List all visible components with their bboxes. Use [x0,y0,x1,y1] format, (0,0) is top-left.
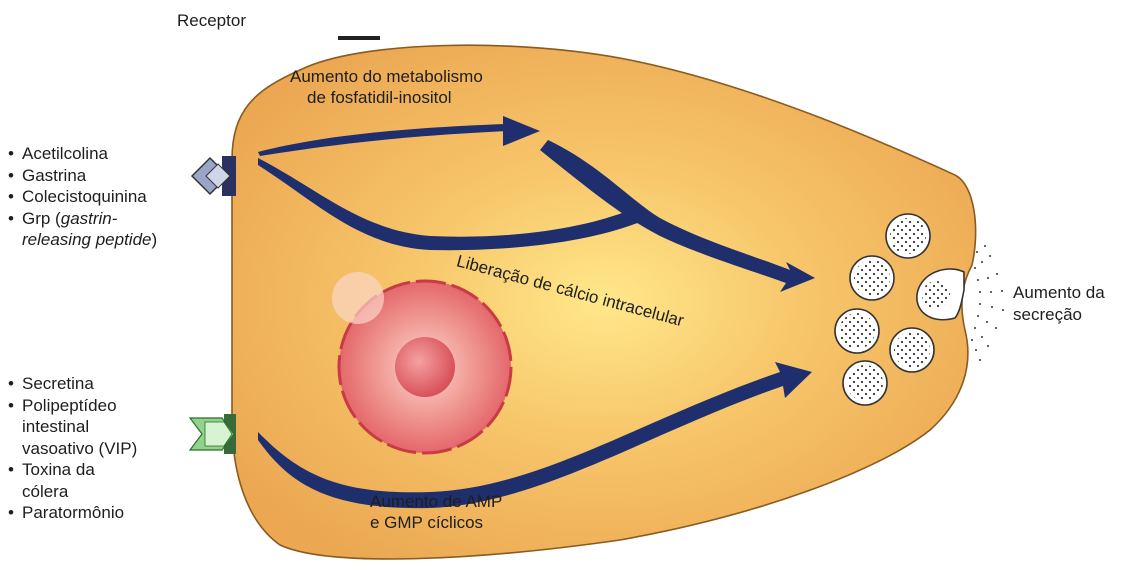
pathway-top-label-line2: de fosfatidil-inositol [307,87,452,108]
secretory-granule-icon [835,309,879,353]
list-item-secretina: Secretina [8,373,137,395]
bottom-agonists-list: Secretina Polipeptídeo intestinal vasoat… [8,373,137,524]
secretion-label-line1: Aumento da [1013,282,1105,303]
secretory-granule-icon [850,256,894,300]
top-agonists-list: Acetilcolina Gastrina Colecistoquinina G… [8,143,157,251]
list-item-grp: Grp (gastrin- [8,208,157,230]
list-item-paratormonio: Paratormônio [8,502,137,524]
grp-italic-2: releasing peptide [22,230,151,249]
receptor-diamond-icon [192,156,236,196]
receptor-top-stub [338,36,380,40]
list-item-vip-line2: intestinal [8,416,137,438]
exocytosis-spray-icon [971,245,1004,361]
list-item-acetilcolina: Acetilcolina [8,143,157,165]
pathway-bottom-label-line1: Aumento de AMP [370,491,502,512]
receptor-chevron-icon [190,414,236,454]
grp-italic-1: gastrin- [61,209,118,228]
list-item-toxina: Toxina da [8,459,137,481]
pathway-bottom-label-line2: e GMP cíclicos [370,512,483,533]
receptor-label: Receptor [177,10,246,31]
list-item-toxina-line2: cólera [8,481,137,503]
nucleolus [395,337,455,397]
pathway-top-label-line1: Aumento do metabolismo [290,66,483,87]
list-item-colecistoquinina: Colecistoquinina [8,186,157,208]
secretory-granule-icon [886,214,930,258]
grp-prefix: Grp ( [22,209,61,228]
list-item-grp-continuation: releasing peptide) [8,229,157,251]
list-item-gastrina: Gastrina [8,165,157,187]
list-item-vip: Polipeptídeo [8,395,137,417]
list-item-vip-line3: vasoativo (VIP) [8,438,137,460]
grp-suffix: ) [151,230,157,249]
secretion-label-line2: secreção [1013,304,1082,325]
secretory-granule-icon [890,328,934,372]
secretory-granule-icon [843,361,887,405]
